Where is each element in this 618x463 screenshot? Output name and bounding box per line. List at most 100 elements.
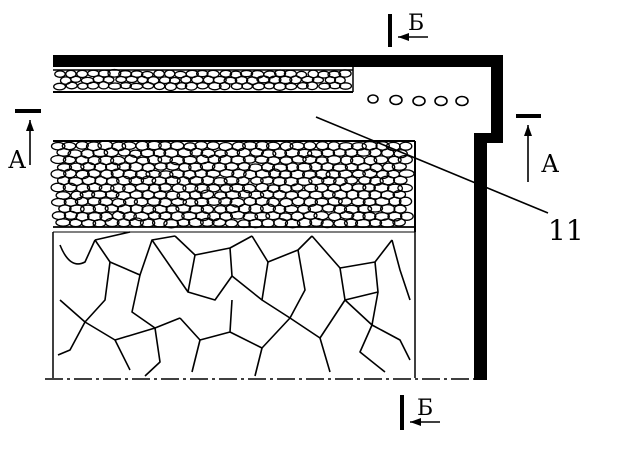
pebble: [224, 218, 239, 228]
pebble: [339, 210, 355, 220]
pebble: [139, 148, 156, 158]
pebble: [146, 154, 163, 165]
pebble: [175, 203, 192, 214]
pebble: [256, 75, 271, 84]
pebble: [337, 197, 353, 206]
pebble: [128, 175, 145, 186]
pebble: [362, 183, 376, 192]
pebble: [338, 69, 352, 78]
pebble: [86, 81, 100, 90]
pebble: [315, 141, 330, 151]
pebble: [79, 204, 97, 214]
pebble: [97, 69, 111, 78]
pebble: [80, 162, 97, 171]
right-wall-lower: [474, 133, 487, 380]
pebble: [388, 196, 402, 207]
pebble: [291, 155, 307, 164]
pebble: [296, 217, 313, 228]
pebble: [344, 147, 359, 158]
pebble: [223, 176, 240, 185]
pebble: [223, 76, 238, 85]
pebble: [58, 204, 72, 214]
pebble: [266, 184, 281, 194]
vent-openings: [367, 94, 469, 107]
pebble: [317, 70, 331, 79]
pebble: [373, 182, 390, 193]
pebble: [86, 196, 102, 206]
pebble: [311, 76, 325, 84]
pebble: [107, 68, 122, 78]
pebble: [153, 190, 168, 200]
pebble: [146, 140, 162, 151]
pebble: [392, 175, 408, 185]
pebble: [230, 155, 246, 165]
pebble: [176, 218, 191, 227]
pebble: [229, 210, 246, 220]
opening: [434, 95, 448, 107]
pebble: [206, 196, 222, 206]
pebble: [116, 162, 132, 171]
pebble: [107, 82, 122, 90]
pebble: [278, 75, 293, 85]
opening: [367, 94, 379, 104]
pebble: [301, 75, 315, 84]
pebble: [219, 69, 233, 78]
pebble: [320, 148, 336, 158]
pebble: [175, 82, 188, 90]
pebble: [252, 82, 266, 91]
pebble: [188, 190, 203, 200]
pebble: [284, 190, 300, 200]
pebble: [104, 204, 120, 213]
pebble: [350, 197, 366, 207]
pebble: [248, 203, 264, 214]
pebble: [230, 82, 244, 91]
pebble: [363, 155, 378, 166]
right-wall-upper: [491, 55, 503, 143]
section-marker-a-left: [15, 109, 41, 165]
label-section-a-right: А: [541, 150, 559, 178]
pebble: [151, 217, 168, 228]
pebble: [180, 75, 192, 84]
pebble: [318, 82, 332, 90]
pebble: [199, 189, 215, 200]
pebble: [278, 170, 293, 179]
pebble: [188, 176, 204, 185]
pebble: [268, 75, 282, 85]
pebble: [295, 70, 308, 79]
pebble: [212, 176, 228, 186]
pebble: [207, 81, 222, 91]
pebble: [289, 169, 306, 180]
pebble: [309, 217, 324, 227]
pebble: [236, 176, 250, 186]
pebble: [344, 162, 359, 172]
pebble: [296, 162, 313, 172]
pebble: [187, 217, 204, 228]
pebble: [194, 197, 210, 207]
middle-pebble-layer: [50, 140, 416, 233]
pebble: [326, 155, 342, 165]
pebble: [116, 175, 132, 186]
pebble: [328, 81, 342, 90]
wall-step: [474, 133, 503, 143]
pebble: [68, 162, 85, 172]
pebble: [237, 189, 253, 199]
pebble: [207, 154, 222, 165]
pebble: [104, 190, 120, 199]
pebble: [103, 147, 120, 158]
pebble: [211, 162, 228, 172]
pebble: [356, 148, 372, 157]
pebble: [53, 82, 67, 91]
pebble: [308, 190, 324, 200]
section-marker-a-right: [516, 114, 541, 182]
pebble: [153, 69, 165, 78]
pebble: [79, 190, 96, 199]
pebble: [343, 218, 359, 228]
pebble: [398, 196, 413, 207]
section-marker-b-bottom: [400, 395, 440, 430]
pebble: [170, 211, 185, 222]
pebble: [242, 141, 258, 151]
callout-leader: [315, 116, 549, 214]
pebble: [125, 75, 138, 84]
pebble: [241, 82, 253, 91]
label-section-b-bottom: Б: [417, 396, 433, 421]
